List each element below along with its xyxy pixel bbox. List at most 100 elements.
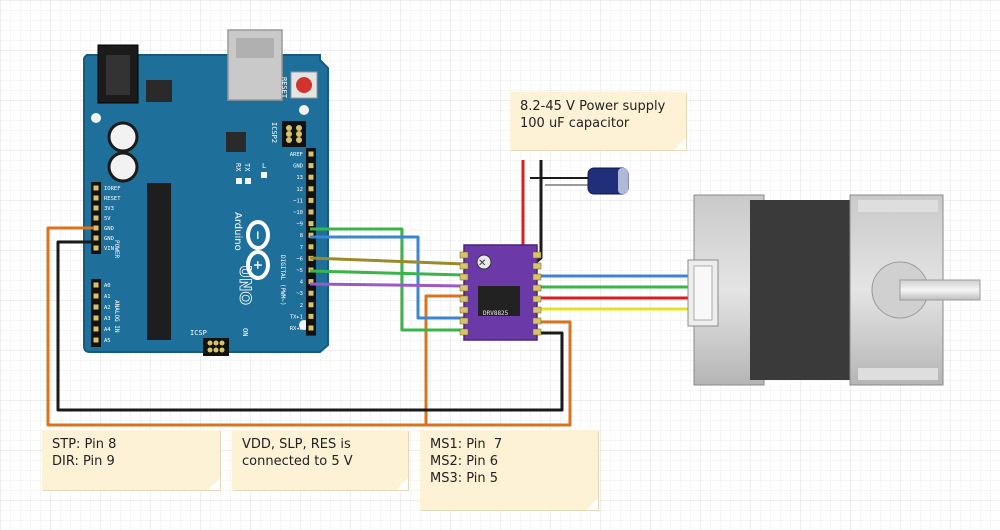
power-note-line-1: 8.2-45 V Power supply (520, 99, 666, 114)
header-pin[interactable] (93, 304, 99, 310)
driver-pin[interactable] (459, 284, 469, 292)
driver-pin[interactable] (459, 295, 469, 303)
step-dir-line-1: STP: Pin 8 (52, 437, 117, 452)
drv8825-driver: ✕ DRV8825 (459, 244, 542, 341)
header-pin[interactable] (308, 174, 314, 180)
header-pin[interactable] (308, 279, 314, 285)
pin-label: 3V3 (104, 206, 114, 212)
pin-label: VIN (104, 246, 114, 252)
stepper-motor (687, 194, 981, 386)
icsp2-header: ICSP2 (270, 121, 306, 147)
voltage-regulator (146, 80, 172, 102)
header-pin[interactable] (308, 244, 314, 250)
board-outline (83, 54, 329, 353)
driver-pin[interactable] (459, 306, 469, 314)
header-pin[interactable] (308, 209, 314, 215)
icsp-label: ICSP (190, 329, 207, 337)
icsp-header: ICSP (190, 329, 229, 356)
header-pin[interactable] (93, 245, 99, 251)
wire-pin8-blue (310, 235, 464, 320)
pin-label: A2 (104, 305, 111, 311)
pin-label: ~3 (296, 291, 303, 297)
arduino-logo: − + (246, 220, 270, 280)
header-pin[interactable] (308, 163, 314, 169)
arduino-uno-board: RESET ICSP2 TX RX L − + Arduino UNO DIGI… (83, 29, 329, 356)
header-pin[interactable] (93, 326, 99, 332)
header-pin[interactable] (93, 205, 99, 211)
pin-label: ~9 (296, 222, 303, 228)
pin-label: 12 (296, 187, 303, 193)
on-label: ON (241, 328, 249, 336)
driver-chip-label: DRV8825 (483, 310, 509, 317)
pin-label: TX▸1 (290, 314, 303, 320)
header-pin[interactable] (308, 325, 314, 331)
usb-chip (226, 132, 246, 152)
power-note-line-2: 100 uF capacitor (520, 116, 630, 131)
driver-pins-left (459, 251, 469, 336)
capacitor-1 (107, 121, 139, 153)
driver-pin[interactable] (459, 251, 469, 259)
header-pin[interactable] (93, 337, 99, 343)
header-pin[interactable] (93, 282, 99, 288)
header-pin[interactable] (93, 195, 99, 201)
header-pin[interactable] (93, 225, 99, 231)
driver-pin[interactable] (532, 251, 542, 259)
power-supply-note: 8.2-45 V Power supply 100 uF capacitor (510, 92, 686, 150)
header-pin[interactable] (308, 302, 314, 308)
power-label: POWER (113, 240, 120, 258)
header-pin[interactable] (308, 313, 314, 319)
driver-pin[interactable] (459, 262, 469, 270)
svg-text:✕: ✕ (478, 258, 486, 269)
header-pin[interactable] (93, 215, 99, 221)
driver-pin[interactable] (459, 273, 469, 281)
step-dir-note: STP: Pin 8 DIR: Pin 9 (42, 430, 220, 490)
pin-label: GND (104, 236, 114, 242)
driver-pin[interactable] (532, 317, 542, 325)
driver-pin[interactable] (459, 317, 469, 325)
vdd-note: VDD, SLP, RES is connected to 5 V (232, 430, 408, 490)
header-pin[interactable] (308, 221, 314, 227)
pin-label: GND (293, 164, 303, 170)
driver-pin[interactable] (532, 328, 542, 336)
wire-pin6-green (309, 269, 465, 277)
microstep-line-2: MS2: Pin 6 (430, 454, 499, 469)
reset-label: RESET (280, 77, 288, 99)
header-pin[interactable] (308, 232, 314, 238)
driver-pin[interactable] (532, 295, 542, 303)
header-pin[interactable] (93, 293, 99, 299)
driver-pin[interactable] (532, 262, 542, 270)
driver-pin[interactable] (532, 273, 542, 281)
microstep-line-1: MS1: Pin 7 (430, 437, 503, 452)
pin-label: A3 (104, 316, 111, 322)
header-pin[interactable] (93, 185, 99, 191)
driver-pin[interactable] (532, 306, 542, 314)
pin-label: ~11 (293, 198, 303, 204)
header-pin[interactable] (93, 315, 99, 321)
pin-label: RESET (104, 196, 121, 202)
header-pin[interactable] (93, 235, 99, 241)
pin-label: ~5 (296, 268, 303, 274)
driver-pin[interactable] (459, 328, 469, 336)
pin-label: GND (104, 226, 114, 232)
microstep-note: MS1: Pin 7 MS2: Pin 6 MS3: Pin 5 (420, 430, 598, 510)
pin-label: 13 (296, 175, 303, 181)
vdd-line-1: VDD, SLP, RES is (242, 437, 351, 452)
motor-body (750, 200, 860, 380)
pin-label: A4 (104, 327, 111, 333)
svg-text:+: + (251, 260, 265, 270)
svg-text:−: − (251, 230, 265, 240)
header-pin[interactable] (308, 186, 314, 192)
wire-5v-orange (46, 226, 572, 427)
header-pin[interactable] (308, 197, 314, 203)
header-pin[interactable] (308, 151, 314, 157)
potentiometer (476, 254, 492, 270)
pin-label: IOREF (104, 186, 121, 192)
digital-label: DIGITAL (PWM~) (279, 255, 286, 306)
pin-label: A0 (104, 283, 111, 289)
wire-pin7-olive (309, 256, 465, 266)
pin-label: 7 (300, 245, 303, 251)
driver-pin[interactable] (532, 284, 542, 292)
l-led-label: L (262, 162, 266, 170)
header-pin[interactable] (308, 290, 314, 296)
